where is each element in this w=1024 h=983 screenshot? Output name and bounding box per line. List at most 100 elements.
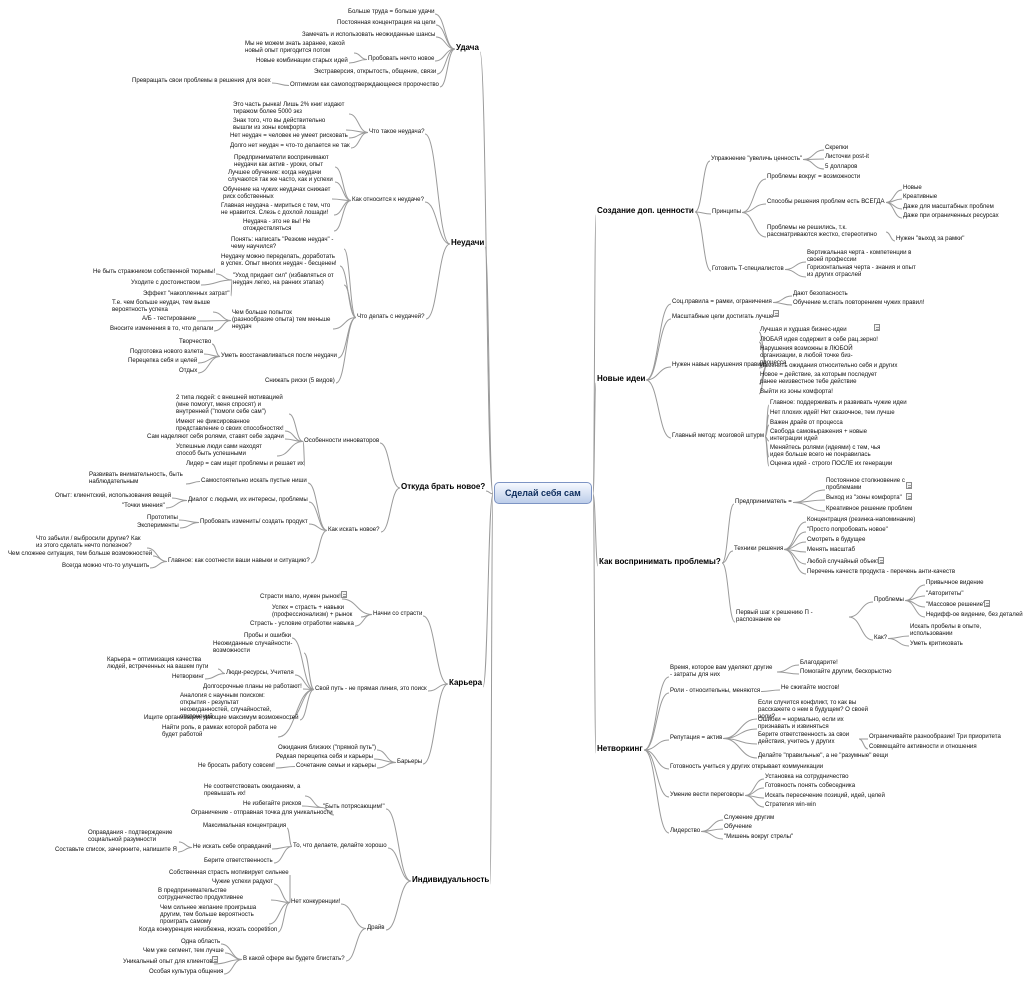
- node-luck-problems[interactable]: Превращать свои проблемы в решения для в…: [132, 77, 271, 84]
- node-career-path[interactable]: Свой путь - не прямая линия, это поиск: [315, 685, 427, 692]
- node-net-rep-1[interactable]: Ошибки = нормально, если их признавать и…: [758, 716, 844, 730]
- node-ideas-br-1[interactable]: ЛЮБАЯ идея содержит в себе рац.зерно!: [760, 336, 878, 343]
- node-failure-todo-0[interactable]: Понять: написать "Резюме неудач" - чему …: [231, 236, 334, 250]
- node-ideas-norms[interactable]: Соц.правила = рамки, ограничения: [672, 298, 772, 305]
- node-indiv-dis-1[interactable]: Не избегайте рисков: [243, 800, 302, 807]
- node-failure-what-1[interactable]: Знак того, что вы действительно вышли из…: [233, 117, 326, 131]
- node-career-path-3[interactable]: Долгосрочные планы не работают!: [203, 683, 302, 690]
- node-ideas-bs-3[interactable]: Свобода самовыражения + новые интеграции…: [770, 428, 867, 442]
- node-luck-more-work[interactable]: Больше труда = больше удачи: [348, 8, 435, 15]
- node-failure-what[interactable]: Что такое неудача?: [369, 128, 425, 135]
- node-failure-att-item-0[interactable]: Т.е. чем больше неудач, тем выше вероятн…: [112, 299, 211, 313]
- node-ideas-norms-1[interactable]: Обучение м.стать повторением чужих прави…: [793, 299, 925, 306]
- node-problems-sp-2[interactable]: "Массовое решение": [926, 601, 986, 608]
- node-problems-sh-0[interactable]: Искать пробелы в опыте, использовании: [910, 623, 982, 637]
- node-problems-step-how[interactable]: Как?: [874, 634, 887, 641]
- node-career-bar-2[interactable]: Сочетание семьи и карьеры: [296, 762, 376, 769]
- node-indiv-wh-2[interactable]: Берите ответственность: [204, 857, 273, 864]
- node-value-always[interactable]: Способы решения проблем есть ВСЕГДА: [767, 198, 885, 205]
- node-indiv-exc-0[interactable]: Оправдания - подтверждение социальной ра…: [88, 829, 173, 843]
- node-problems-tech[interactable]: Техники решения: [734, 545, 784, 552]
- node-failure-att-3[interactable]: Главная неудача - мириться с тем, что не…: [221, 202, 331, 216]
- node-indiv-comp-4[interactable]: Когда конкуренция неизбежна, искать coop…: [139, 926, 278, 933]
- node-net-neg-0[interactable]: Установка на сотрудничество: [765, 773, 849, 780]
- node-problems-tech-5[interactable]: Перечень качеств продукта - перечень ант…: [807, 568, 956, 575]
- node-career-path-0[interactable]: Пробы и ошибки: [244, 632, 292, 639]
- node-career-path-4[interactable]: Аналогия с научным поиском: открытия - р…: [180, 692, 272, 720]
- node-net-neg-3[interactable]: Стратегия win-win: [765, 801, 816, 808]
- node-career-bar-0[interactable]: Ожидания близких ("прямой путь"): [278, 744, 376, 751]
- node-problems-step-problems[interactable]: Проблемы: [874, 596, 904, 603]
- node-origin-try[interactable]: Пробовать изменить/ создать продукт: [200, 518, 308, 525]
- node-indiv-disappoint[interactable]: "Быть потрясающим!": [323, 803, 385, 810]
- node-failure-dep-1[interactable]: Уходите с достоинством: [131, 279, 200, 286]
- node-career-start[interactable]: Начни со страсти: [373, 610, 423, 617]
- note-icon[interactable]: [984, 600, 990, 607]
- node-problems-sh-1[interactable]: Уметь критиковать: [910, 640, 963, 647]
- node-indiv-comp-2[interactable]: В предпринимательстве сотрудничество про…: [158, 887, 244, 901]
- node-problems-sp-0[interactable]: Привычное видение: [926, 579, 984, 586]
- node-problems-tech-2[interactable]: Смотреть в будущее: [807, 536, 866, 543]
- node-value-alw-3[interactable]: Даже при ограниченных ресурсах: [903, 212, 999, 219]
- node-origin-observe[interactable]: Развивать внимательность, быть наблюдате…: [89, 471, 183, 485]
- node-net-lead-1[interactable]: Обучение: [724, 823, 752, 830]
- node-problems-step[interactable]: Первый шаг к решению П - распознание ее: [736, 609, 813, 623]
- node-ideas-brainstorm[interactable]: Главный метод: мозговой штурм: [672, 432, 765, 439]
- node-luck-try-new[interactable]: Пробовать нечто новое: [368, 55, 435, 62]
- node-problems-tech-4[interactable]: Любой случайный объект: [807, 558, 880, 565]
- node-failure-attitude[interactable]: Как относится к неудаче?: [352, 196, 424, 203]
- node-career-bar-sub[interactable]: Не бросать работу совсем!: [198, 762, 275, 769]
- node-origin-main-1[interactable]: Чем сложнее ситуация, тем больше возможн…: [8, 550, 153, 557]
- node-failure-dep-2[interactable]: Эффект "накопленных затрат": [143, 290, 230, 297]
- node-indiv-sph-0[interactable]: Одна область: [181, 938, 221, 945]
- node-net-time[interactable]: Время, которое вам уделяют другие - затр…: [670, 664, 773, 678]
- node-ideas-br-2[interactable]: Нарушения возможны в ЛЮБОЙ организации, …: [760, 345, 853, 366]
- node-indiv-sph-3[interactable]: Особая культура общения: [149, 968, 224, 975]
- node-origin-features[interactable]: Особенности инноваторов: [304, 437, 380, 444]
- node-indiv-comp-1[interactable]: Чужие успехи радуют: [212, 878, 274, 885]
- topic-career[interactable]: Карьера: [449, 678, 483, 687]
- node-value-ts-1[interactable]: Горизонтальная черта - знания и опыт из …: [807, 264, 916, 278]
- node-ideas-bs-1[interactable]: Нет плохих идей! Нет сказочное, тем лучш…: [770, 409, 895, 416]
- node-value-alw-0[interactable]: Новые: [903, 184, 922, 191]
- node-net-rep[interactable]: Репутация = актив: [670, 734, 723, 741]
- node-origin-main-2[interactable]: Всегда можно что-то улучшить: [62, 562, 150, 569]
- node-indiv-sph-2[interactable]: Уникальный опыт для клиентов: [123, 958, 213, 965]
- topic-luck[interactable]: Удача: [456, 43, 479, 52]
- topic-problems[interactable]: Как воспринимать проблемы?: [599, 557, 721, 566]
- node-problems-ent-2[interactable]: Креативное решение проблем: [826, 505, 913, 512]
- node-failure-att-1[interactable]: Лучшее обучение: когда неудачи случаются…: [228, 169, 333, 183]
- node-failure-what-3[interactable]: Долго нет неудач = что-то делается не та…: [230, 142, 350, 149]
- node-career-people-a[interactable]: Карьера = оптимизация качества людей, вс…: [107, 656, 209, 670]
- node-career-bar-1[interactable]: Редкая перецепка себя и карьеры: [276, 753, 373, 760]
- node-net-neg-2[interactable]: Искать пересечение позиций, идей, целей: [765, 792, 885, 799]
- node-ideas-bs-4[interactable]: Меняйтесь ролями (идеями) с тем, чья иде…: [770, 444, 881, 458]
- node-origin-main[interactable]: Главное: как соотнести ваши навыки и сит…: [168, 557, 310, 564]
- node-value-principles[interactable]: Принципы: [712, 208, 742, 215]
- node-indiv-wh-1[interactable]: Не искать себе оправданий: [193, 843, 272, 850]
- node-origin-self[interactable]: Самостоятельно искать пустые ниши: [201, 477, 307, 484]
- node-net-ready[interactable]: Готовность учиться у других открывает ко…: [670, 763, 824, 770]
- node-problems-ent-1[interactable]: Выход из "зоны комфорта": [826, 494, 902, 501]
- node-failure-todo-3[interactable]: Чем больше попыток (разнообразие опыта) …: [232, 309, 331, 330]
- node-indiv-exc-1[interactable]: Составьте список, зачеркните, напишите Я: [55, 846, 177, 853]
- node-problems-entrepreneur[interactable]: Предприниматель =: [735, 498, 792, 505]
- node-value-tshape[interactable]: Готовить Т-специалистов: [712, 265, 784, 272]
- node-value-alw-1[interactable]: Креативные: [903, 193, 938, 200]
- node-value-ex-1[interactable]: Листочки post-it: [825, 153, 869, 160]
- node-problems-tech-3[interactable]: Менять масштаб: [807, 546, 855, 553]
- node-failure-dep-0[interactable]: Не быть стражником собственной тюрьмы!: [93, 268, 216, 275]
- node-indiv-sph-1[interactable]: Чем уже сегмент, тем лучше: [143, 947, 224, 954]
- node-career-people-b[interactable]: Нетворкинг: [172, 673, 204, 680]
- node-indiv-drive[interactable]: Драйв: [367, 924, 385, 931]
- node-luck-notice[interactable]: Замечать и использовать неожиданные шанс…: [302, 31, 436, 38]
- node-luck-extra[interactable]: Экстраверсия, открытость, общение, связи: [314, 68, 437, 75]
- note-icon[interactable]: [878, 557, 884, 564]
- node-net-lead-2[interactable]: "Мишень вокруг стрелы": [724, 833, 794, 840]
- node-problems-ent-0[interactable]: Постоянное столкновение с проблемами: [826, 477, 905, 491]
- node-origin-how[interactable]: Как искать новое?: [328, 526, 380, 533]
- node-value-alw-2[interactable]: Даже для масштабных проблем: [903, 203, 994, 210]
- node-career-barriers[interactable]: Барьеры: [397, 758, 423, 765]
- node-value-ex-2[interactable]: 5 долларов: [825, 163, 858, 170]
- node-ideas-break[interactable]: Нужен навык нарушения правил!: [672, 361, 766, 368]
